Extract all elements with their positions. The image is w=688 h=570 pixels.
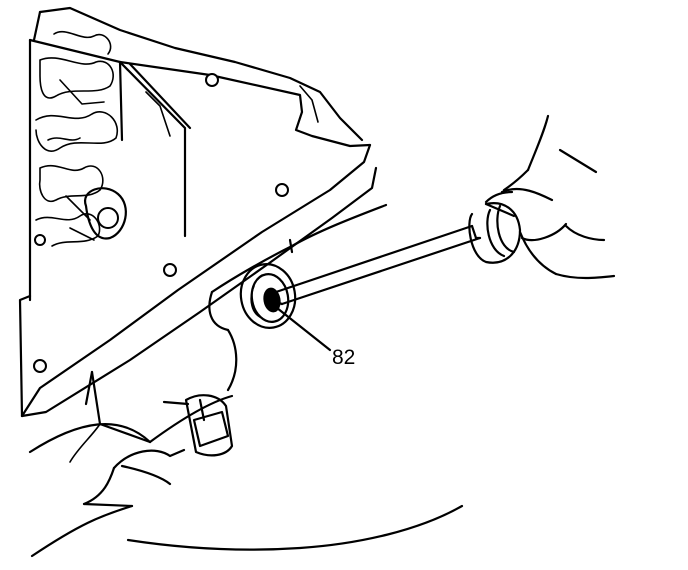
callout-82: 82 bbox=[270, 302, 355, 369]
seal-puller-tool bbox=[272, 202, 522, 306]
housing-outline bbox=[32, 6, 364, 142]
transmission-case bbox=[28, 203, 464, 558]
callout-label: 82 bbox=[332, 346, 355, 369]
valve-body bbox=[28, 30, 192, 302]
hand bbox=[484, 114, 616, 280]
pan-gasket-flange bbox=[18, 60, 378, 418]
